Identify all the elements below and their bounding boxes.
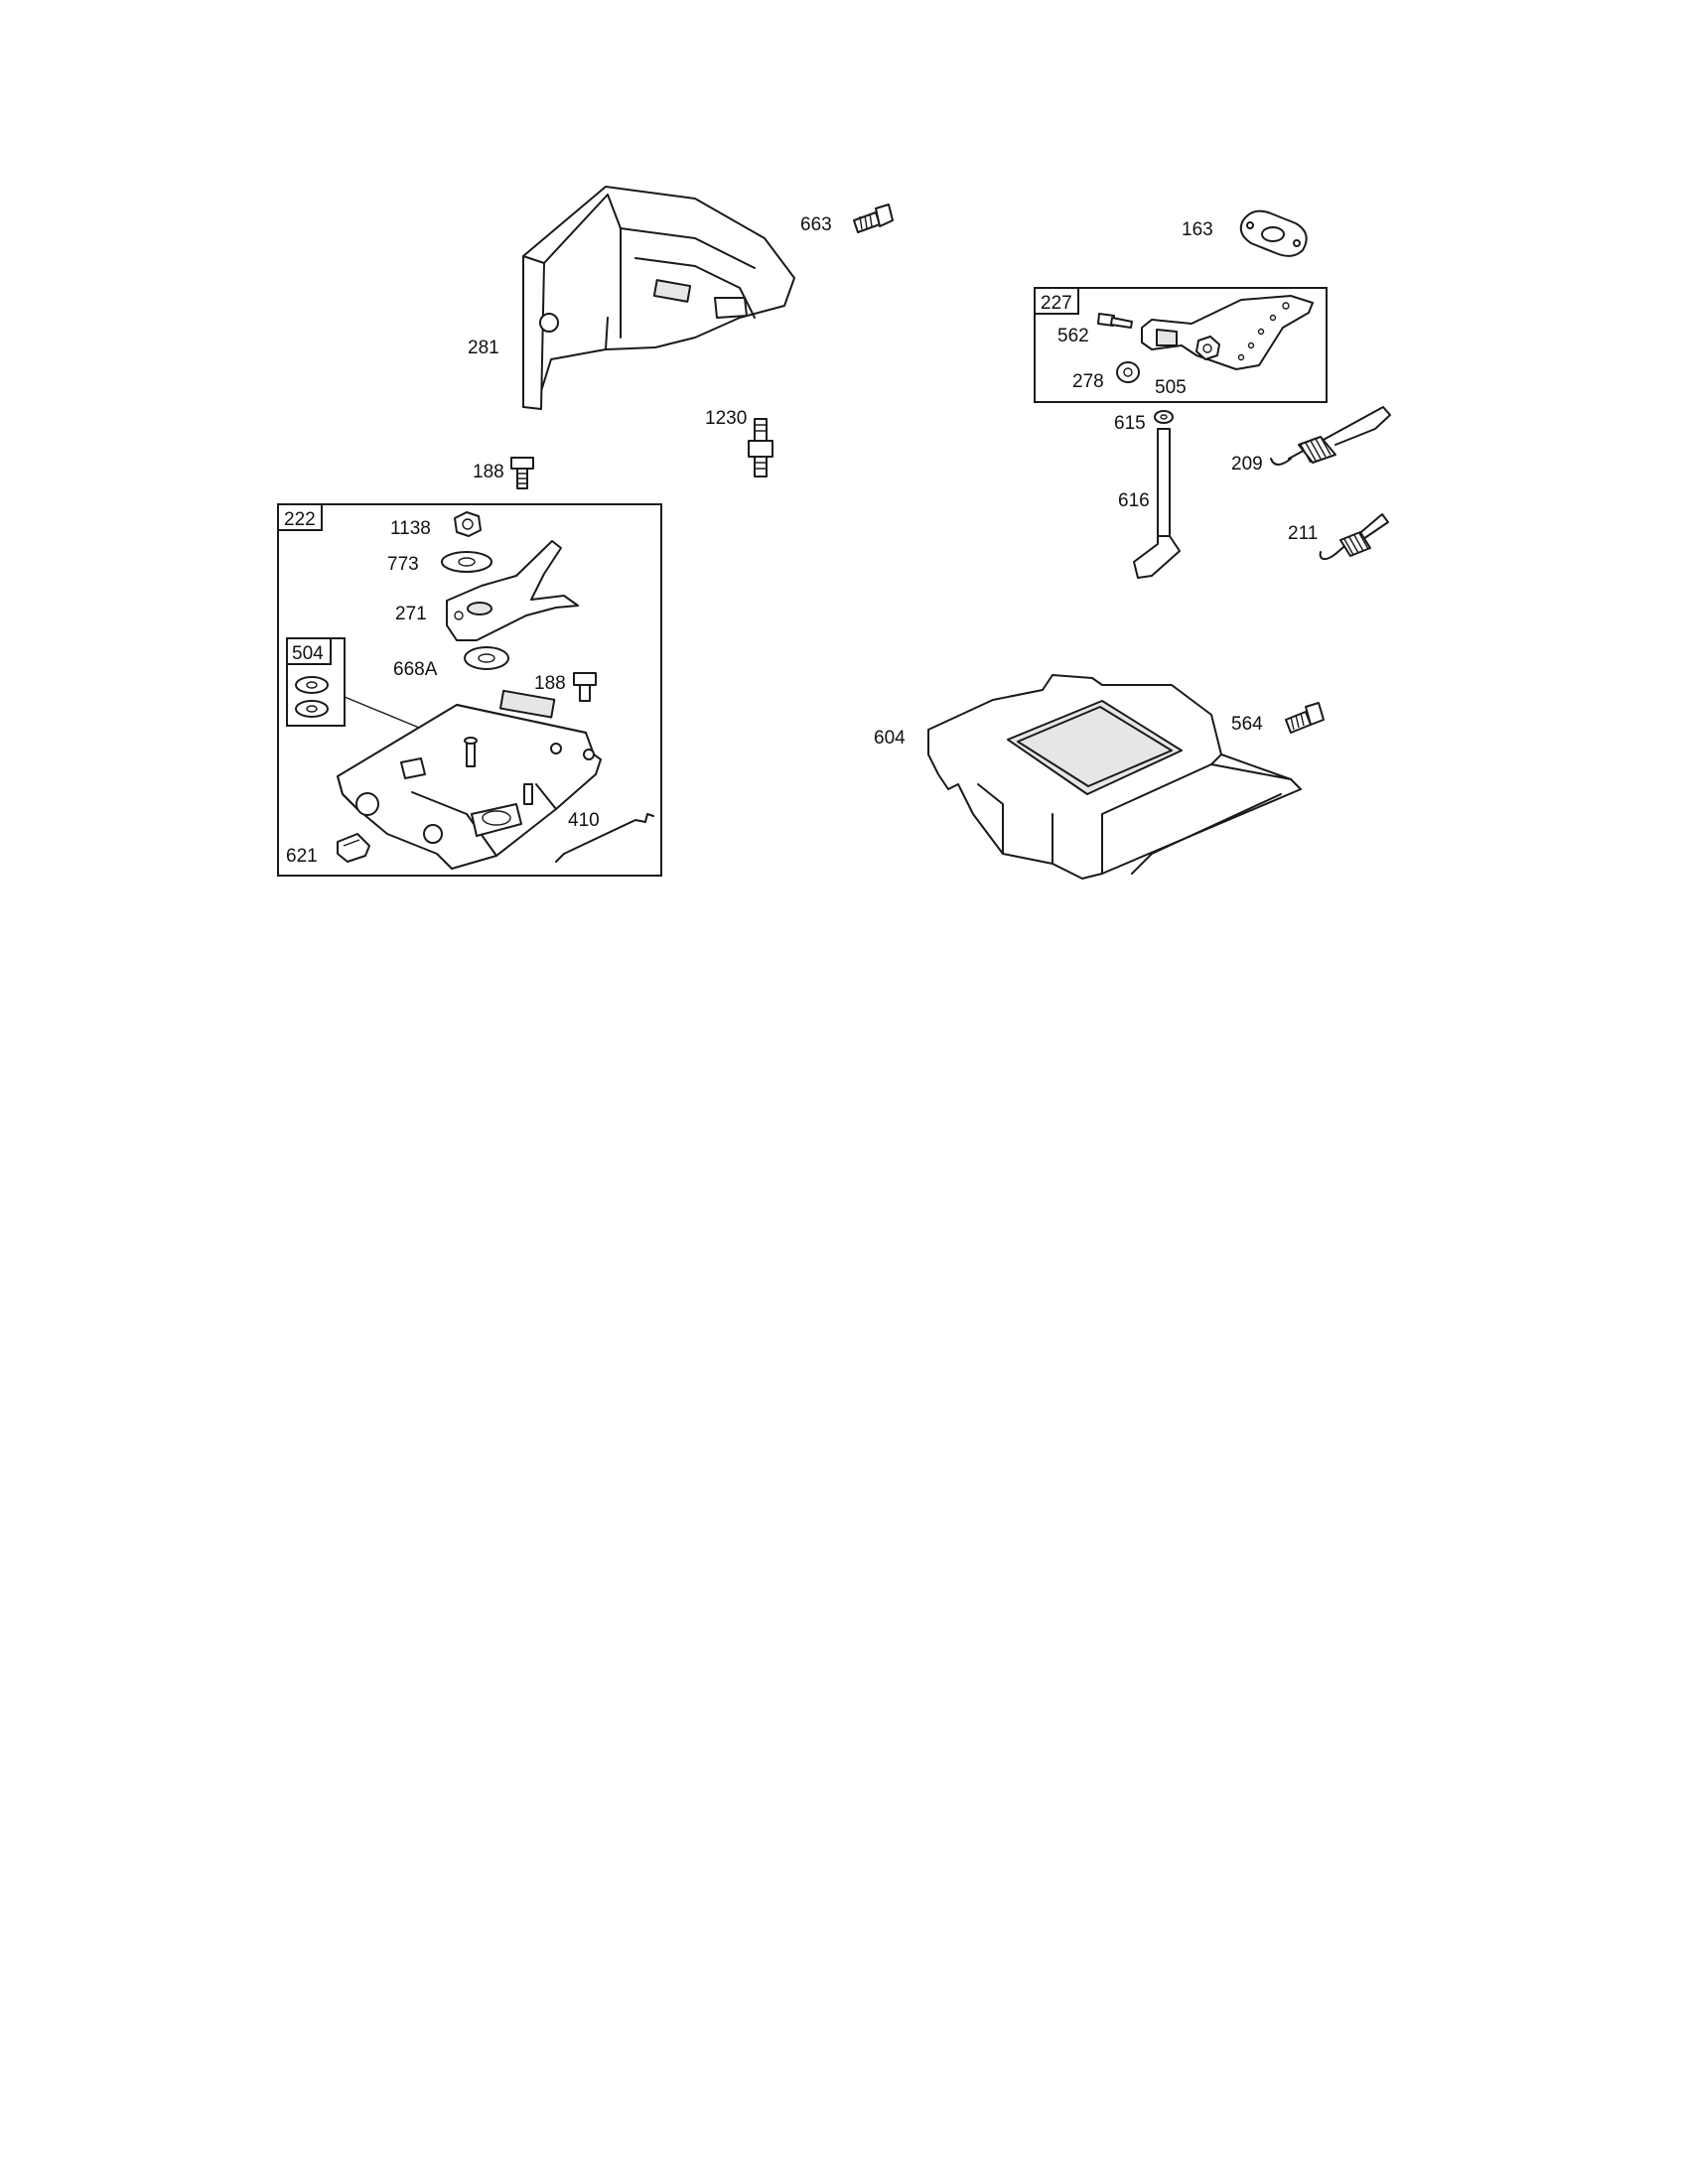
label-222: 222 xyxy=(284,509,316,530)
part-222-control-bracket xyxy=(337,704,602,870)
box-227 xyxy=(1034,287,1328,403)
label-562: 562 xyxy=(1057,326,1089,346)
part-668A-washer xyxy=(464,646,509,670)
label-209: 209 xyxy=(1231,454,1263,475)
part-410-link xyxy=(555,813,654,863)
part-504-washer-1 xyxy=(295,676,329,694)
label-668A: 668A xyxy=(393,659,438,680)
part-209-spring xyxy=(1270,406,1391,466)
part-227-governor-lever xyxy=(1141,295,1314,370)
part-1230-stud xyxy=(748,418,773,478)
part-505-nut xyxy=(1195,336,1220,360)
part-604-air-guide xyxy=(927,674,1302,880)
label-188-inner: 188 xyxy=(534,673,566,694)
label-616: 616 xyxy=(1118,490,1150,511)
part-504-washer-2 xyxy=(295,700,329,718)
part-773-washer xyxy=(441,551,492,573)
part-281-shroud xyxy=(522,186,795,410)
label-663: 663 xyxy=(800,214,832,235)
label-1138: 1138 xyxy=(390,518,431,539)
part-663-bolt xyxy=(853,204,894,233)
part-615-clip xyxy=(1154,410,1174,424)
part-621-clip xyxy=(337,833,370,863)
label-564: 564 xyxy=(1231,714,1263,735)
box-504 xyxy=(286,637,346,727)
label-163: 163 xyxy=(1182,219,1213,240)
part-278-washer xyxy=(1116,361,1140,383)
label-211: 211 xyxy=(1288,523,1318,544)
part-564-screw xyxy=(1285,702,1325,734)
label-621: 621 xyxy=(286,846,318,867)
label-410: 410 xyxy=(568,810,600,831)
label-604: 604 xyxy=(874,728,906,749)
part-211-spring xyxy=(1319,513,1389,560)
label-773: 773 xyxy=(387,554,419,575)
label-188-top: 188 xyxy=(473,462,504,482)
part-188-bolt-top xyxy=(510,457,534,489)
label-505: 505 xyxy=(1155,377,1187,398)
label-271: 271 xyxy=(395,604,427,624)
part-188-bolt-inner xyxy=(573,672,597,702)
box-222 xyxy=(277,503,662,877)
label-504: 504 xyxy=(292,643,324,664)
callout-labels: 663 163 281 227 562 278 505 1230 615 209… xyxy=(284,214,1318,867)
label-1230: 1230 xyxy=(705,408,747,429)
part-1138-nut xyxy=(454,511,482,537)
label-615: 615 xyxy=(1114,413,1146,434)
label-278: 278 xyxy=(1072,371,1104,392)
part-616-governor-shaft xyxy=(1133,428,1181,579)
label-281: 281 xyxy=(468,338,499,358)
label-227: 227 xyxy=(1041,293,1072,314)
part-163-gasket xyxy=(1239,209,1308,257)
